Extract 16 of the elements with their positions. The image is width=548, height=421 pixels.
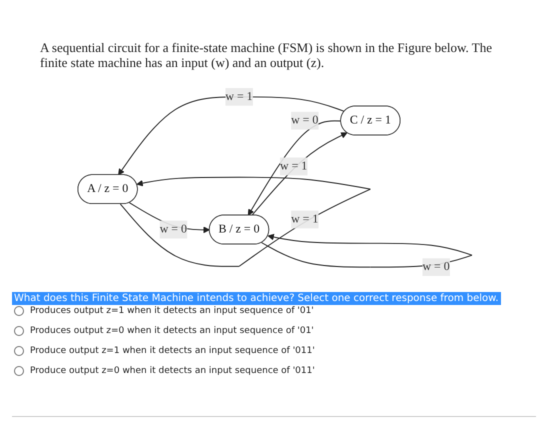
question-prompt: What does this Finite State Machine intends to achieve? Select one correct response from below. [12, 292, 501, 305]
option-text: Produce output z=1 when it detects an input sequence of '011' [30, 346, 315, 356]
edge-label: w = 1 [225, 90, 253, 103]
arrow [248, 120, 342, 216]
edge-label: w = 0 [422, 260, 450, 274]
arrow [118, 96, 345, 176]
question-text: A sequential circuit for a finite-state machine (FSM) is shown in the Figure below. The finite state machine has an input (w) and an output (z). [40, 40, 494, 70]
edge-label: w = 0 [291, 114, 318, 127]
option-text: Produces output z=0 when it detects an input sequence of '01' [30, 326, 314, 336]
arrow [120, 176, 371, 267]
edge-label: w = 1 [280, 160, 308, 172]
option-text: Produces output z=1 when it detects an input sequence of '01' [30, 306, 314, 316]
edge-label: w = 0 [160, 222, 187, 236]
option-text: Produce output z=0 when it detects an input sequence of '011' [30, 366, 315, 376]
arrow [251, 132, 348, 216]
edge-label: w = 1 [291, 212, 318, 226]
